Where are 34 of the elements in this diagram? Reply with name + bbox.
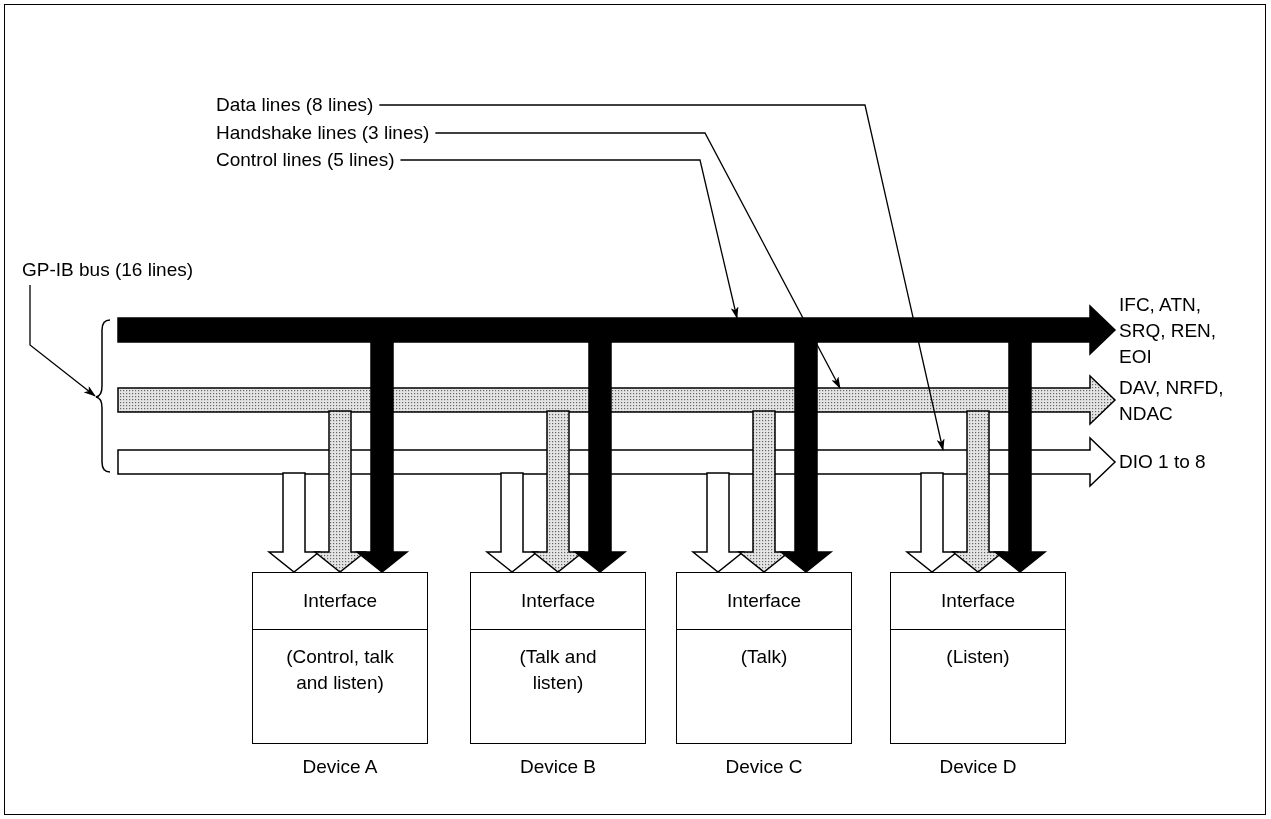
function-text: (Control, talk and listen) [285, 645, 395, 695]
callout-text: GP-IB bus (16 lines) [22, 257, 194, 283]
callout-text: Handshake lines (3 lines) [216, 120, 430, 146]
section-heading: Interface [941, 589, 1015, 613]
device-name: Device A [301, 755, 379, 779]
device-name: Device B [519, 755, 597, 779]
device-box [890, 572, 1066, 744]
callout-text: Control lines (5 lines) [216, 147, 395, 173]
leader-line [399, 159, 739, 319]
function-text: (Listen) [946, 645, 1010, 669]
device-box [252, 572, 428, 744]
device-name: Device D [938, 755, 1018, 779]
device-box [676, 572, 852, 744]
bus-bar [117, 304, 1117, 356]
section-heading: Interface [521, 589, 595, 613]
branch-arrow [992, 340, 1048, 573]
section-heading: Interface [727, 589, 801, 613]
signal-names: DIO 1 to 8 [1119, 450, 1207, 474]
curly-brace [95, 319, 111, 473]
device-name: Device C [724, 755, 804, 779]
callout-text: Data lines (8 lines) [216, 92, 374, 118]
function-text: (Talk and listen) [518, 645, 598, 695]
device-box [470, 572, 646, 744]
leader-line [378, 104, 945, 451]
branch-arrow [572, 340, 628, 573]
bus-bar [117, 374, 1117, 426]
function-text: (Talk) [740, 645, 788, 669]
branch-arrow [778, 340, 834, 573]
leader-line [434, 132, 841, 389]
branch-arrow [354, 340, 410, 573]
leader-line [29, 284, 96, 397]
signal-names: DAV, NRFD, NDAC [1119, 376, 1225, 426]
section-heading: Interface [303, 589, 377, 613]
signal-names: IFC, ATN, SRQ, REN, EOI [1119, 293, 1218, 369]
